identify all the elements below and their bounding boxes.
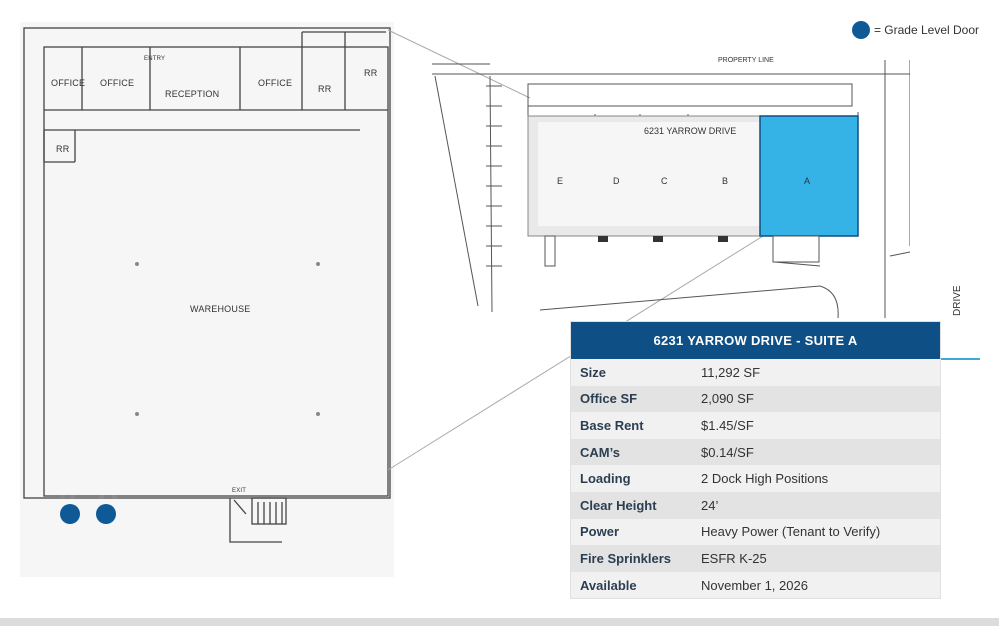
row-value: $1.45/SF (701, 417, 754, 433)
row-value: 11,292 SF (701, 364, 761, 380)
suite-b-label: B (722, 176, 729, 186)
row-label: CAM’s (580, 444, 620, 460)
floor-plan: OFFICE OFFICE RECEPTION OFFICE RR RR RR … (20, 22, 394, 577)
site-plan: PROPERTY LINE 6231 YARROW DRIVE E D C B … (430, 56, 911, 319)
row-value: 2 Dock High Positions (701, 471, 829, 487)
row-label: Fire Sprinklers (580, 550, 672, 566)
spec-table-title: 6231 YARROW DRIVE - SUITE A (571, 322, 940, 359)
table-row: Office SF 2,090 SF (571, 385, 940, 413)
entry-label: ENTRY (144, 56, 166, 62)
room-reception: RECEPTION (165, 89, 220, 99)
row-value: November 1, 2026 (701, 577, 808, 593)
table-row: Power Heavy Power (Tenant to Verify) (571, 519, 940, 546)
room-warehouse: WAREHOUSE (190, 304, 251, 314)
legend: = Grade Level Door (851, 21, 979, 39)
table-row: Available November 1, 2026 (571, 572, 940, 599)
room-rr-3: RR (56, 144, 70, 154)
site-plan-drawing (432, 60, 911, 319)
room-rr-2: RR (318, 84, 332, 94)
table-row: Clear Height 24’ (571, 491, 940, 519)
row-label: Power (580, 524, 620, 540)
row-value: ESFR K-25 (701, 550, 767, 566)
row-label: Clear Height (580, 497, 657, 513)
row-label: Office SF (580, 391, 638, 407)
room-rr-1: RR (364, 68, 378, 78)
exit-label: EXIT (232, 488, 247, 494)
row-value: 24’ (701, 497, 719, 513)
footer-band (0, 618, 999, 626)
room-office-3: OFFICE (258, 78, 293, 88)
row-value: Heavy Power (Tenant to Verify) (701, 524, 881, 540)
street-name-label: DRIVE (952, 285, 963, 316)
room-office-2: OFFICE (100, 78, 135, 88)
spec-table: 6231 YARROW DRIVE - SUITE A Size 11,292 S… (571, 322, 940, 599)
suite-d-label: D (613, 176, 620, 186)
table-row: Fire Sprinklers ESFR K-25 (571, 545, 940, 572)
table-row: Size 11,292 SF (571, 359, 940, 386)
row-label: Loading (580, 471, 631, 487)
suite-c-label: C (661, 176, 668, 186)
grade-level-door-icon (60, 504, 80, 524)
floor-plan-drawing (23, 27, 391, 543)
suite-a-label: A (804, 176, 811, 186)
row-label: Available (580, 577, 637, 593)
row-value: $0.14/SF (701, 444, 754, 460)
table-row: CAM’s $0.14/SF (571, 438, 940, 466)
row-label: Base Rent (580, 417, 644, 433)
grade-level-door-icon (96, 504, 116, 524)
property-line-label: PROPERTY LINE (718, 57, 774, 64)
legend-label: = Grade Level Door (873, 23, 979, 37)
header-accent-line (940, 358, 980, 360)
room-office-1: OFFICE (51, 78, 86, 88)
table-row: Loading 2 Dock High Positions (571, 465, 940, 492)
table-row: Base Rent $1.45/SF (571, 412, 940, 439)
row-label: Size (580, 364, 607, 380)
spec-table-body: Size 11,292 SF Office SF 2,090 SF Base Ren… (571, 359, 940, 598)
building-name-label: 6231 YARROW DRIVE (644, 126, 737, 136)
suite-e-label: E (557, 176, 564, 186)
row-value: 2,090 SF (701, 391, 754, 407)
grade-level-door-icon (851, 21, 870, 39)
